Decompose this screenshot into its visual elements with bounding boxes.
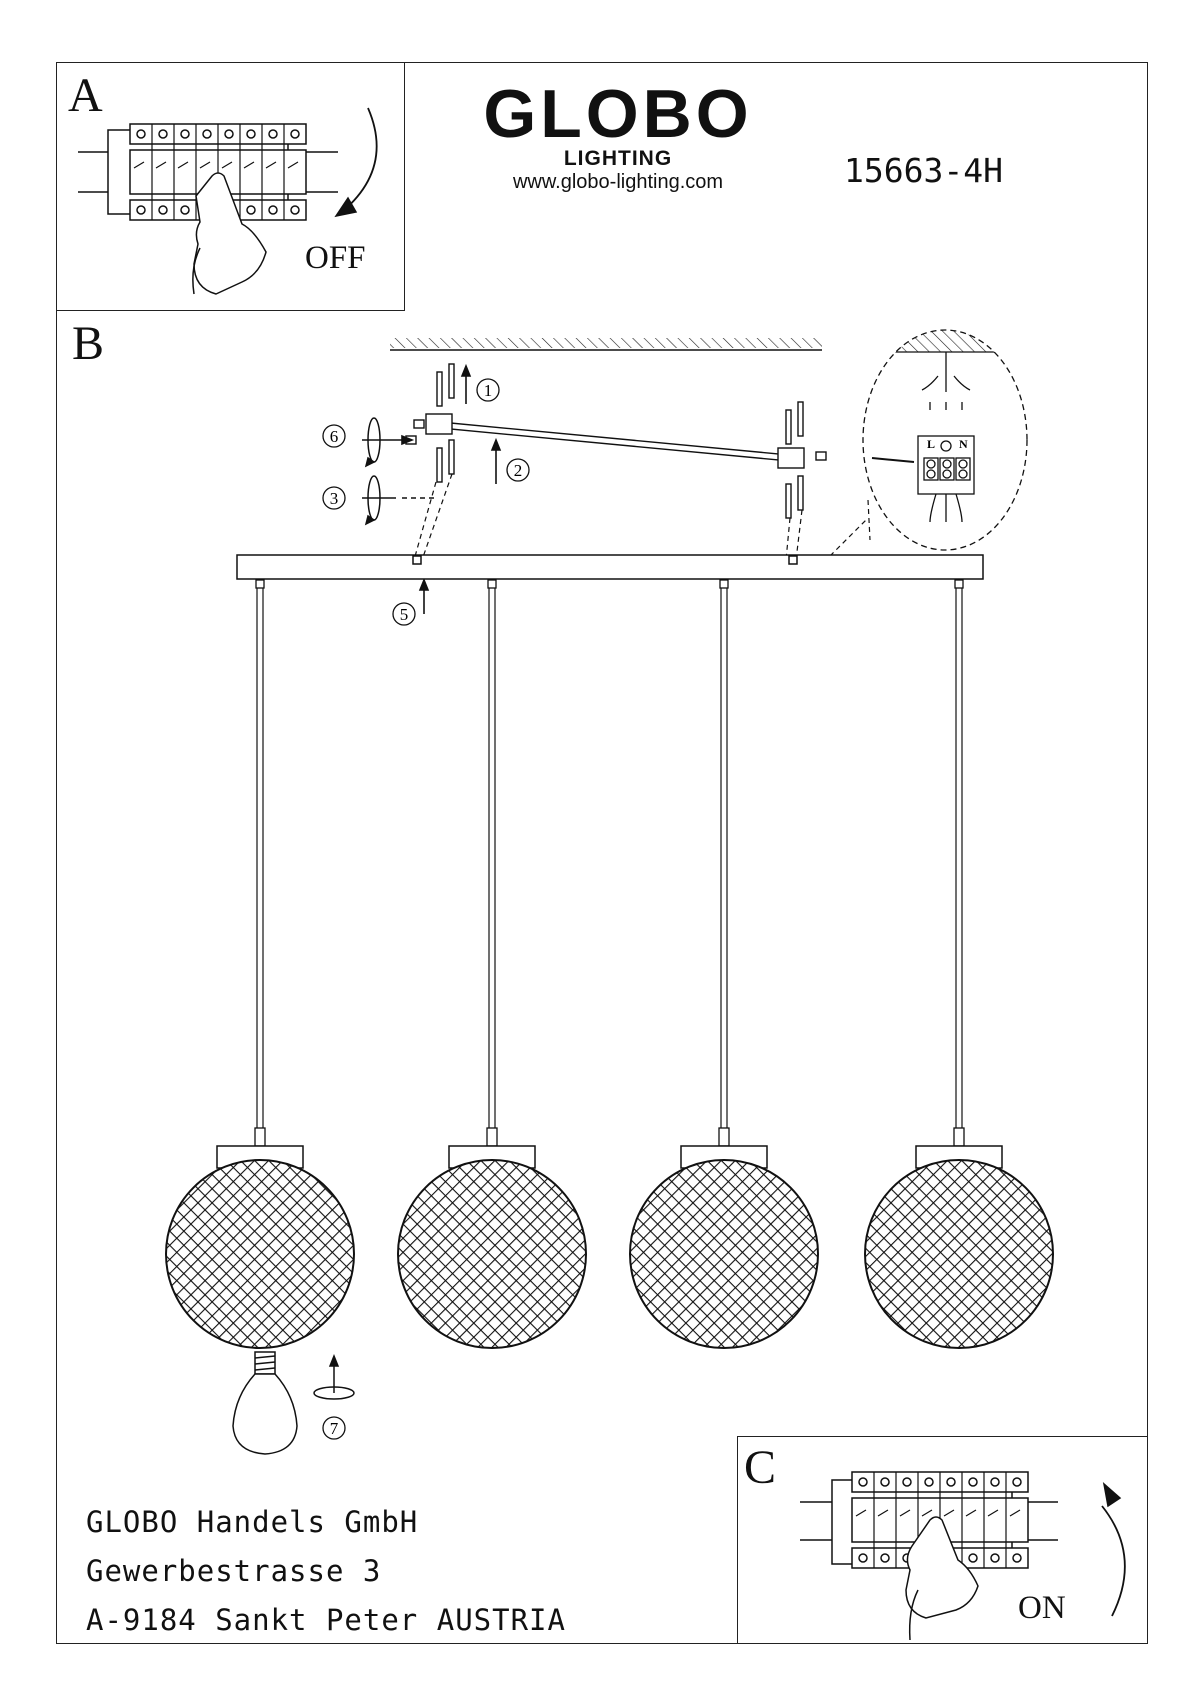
switch-off-label: OFF	[305, 240, 366, 276]
svg-text:7: 7	[330, 1419, 339, 1438]
brand-logo: GLOBO LIGHTING www.globo-lighting.com	[468, 80, 768, 193]
canopy-bar	[236, 554, 984, 580]
company-address: GLOBO Handels GmbH Gewerbestrasse 3 A-91…	[86, 1498, 566, 1645]
address-line-1: GLOBO Handels GmbH	[86, 1505, 419, 1539]
brand-website: www.globo-lighting.com	[512, 171, 724, 193]
wiring-detail-bubble: L N	[829, 329, 1028, 557]
panel-switch-off	[56, 62, 405, 311]
light-bulb-icon	[232, 1351, 298, 1455]
svg-text:2: 2	[514, 461, 523, 480]
step-labels: 1 2 3 4 5 6 7	[322, 378, 905, 1440]
svg-text:1: 1	[484, 381, 493, 400]
terminal-l: L	[927, 437, 935, 451]
mounting-guides	[413, 473, 803, 561]
breaker-panel-on	[800, 1471, 1126, 1641]
section-letter-a: A	[68, 69, 103, 122]
breaker-panel-off	[78, 107, 378, 295]
address-line-3: A-9184 Sankt Peter AUSTRIA	[86, 1603, 566, 1637]
section-letter-c: C	[744, 1441, 777, 1494]
step-2-label: 2	[506, 458, 530, 482]
brand-name: GLOBO	[483, 76, 753, 152]
brand-sub: LIGHTING	[563, 147, 673, 170]
pendant-3	[629, 579, 819, 1349]
step-6-label: 6	[322, 424, 346, 448]
pendant-2	[397, 579, 587, 1349]
step-3-label: 3	[322, 486, 346, 510]
section-letter-b: B	[72, 317, 105, 370]
switch-on-label: ON	[1018, 1590, 1066, 1626]
ceiling	[390, 338, 822, 351]
step-1-label: 1	[476, 378, 500, 402]
svg-text:5: 5	[400, 605, 409, 624]
panel-switch-on	[737, 1436, 1148, 1644]
svg-text:6: 6	[330, 427, 339, 446]
step-5-label: 5	[392, 602, 416, 626]
diagram-frame	[56, 62, 1148, 1644]
pendant-4	[864, 579, 1054, 1349]
mounting-rail	[405, 363, 827, 519]
model-number: 15663-4H	[844, 151, 1003, 190]
pendant-1	[165, 579, 355, 1349]
terminal-n: N	[959, 437, 968, 451]
step-7-label: 7	[322, 1416, 346, 1440]
address-line-2: Gewerbestrasse 3	[86, 1554, 382, 1588]
svg-text:3: 3	[330, 489, 339, 508]
